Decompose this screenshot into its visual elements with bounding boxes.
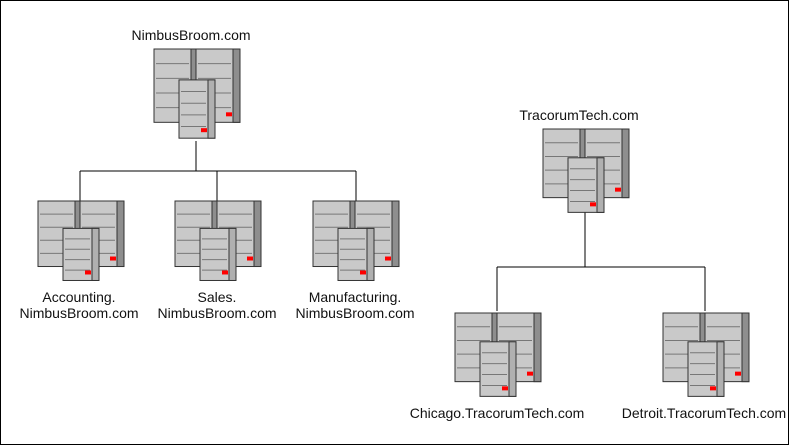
sales-label: Sales. NimbusBroom.com [157,289,276,321]
tracorum-root-label-line-1: TracorumTech.com [519,107,639,123]
server-cluster-icon [37,200,125,281]
server-cluster-icon [174,200,262,281]
nimbus-root-label-line-1: NimbusBroom.com [131,27,251,43]
accounting-label-line-2: NimbusBroom.com [19,305,139,321]
manufacturing-label-line-1: Manufacturing. [308,289,402,305]
server-cluster-icon [542,128,630,213]
manufacturing-label-line-2: NimbusBroom.com [295,305,415,321]
server-cluster-icon [662,312,750,397]
detroit-label: Detroit.TracorumTech.com [622,405,786,421]
chicago-label-line-1: Chicago.TracorumTech.com [409,405,585,421]
tracorum-root-label: TracorumTech.com [519,107,638,123]
nimbus-root-label: NimbusBroom.com [131,27,250,43]
server-cluster-icon [153,48,241,139]
sales-label-line-2: NimbusBroom.com [157,305,277,321]
accounting-label: Accounting. NimbusBroom.com [19,289,138,321]
server-cluster-icon [312,200,400,281]
accounting-label-line-1: Accounting. [42,289,116,305]
manufacturing-label: Manufacturing. NimbusBroom.com [295,289,414,321]
sales-label-line-1: Sales. [197,289,237,305]
detroit-label-line-1: Detroit.TracorumTech.com [621,405,787,421]
server-cluster-icon [454,312,542,397]
chicago-label: Chicago.TracorumTech.com [410,405,585,421]
